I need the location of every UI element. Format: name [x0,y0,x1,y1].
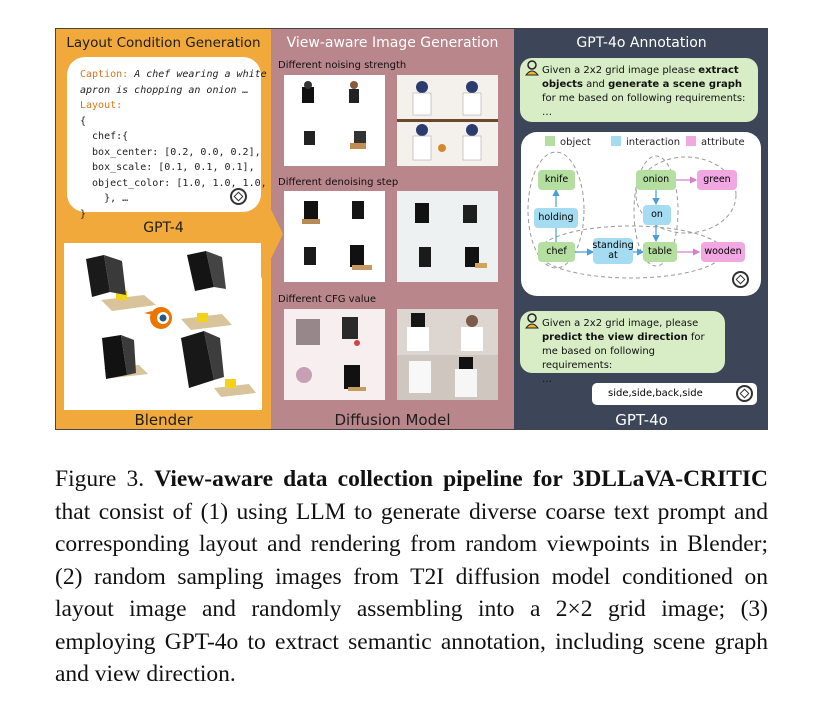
node-table: table [643,242,677,262]
prompt-text: for me based on following requirements: [542,93,746,104]
legend-label: object [560,137,591,148]
denoising-grid-b [397,191,498,282]
prompt-ellipsis: … [542,374,552,385]
layout-label: Layout: [80,100,123,111]
view-direction-prompt: Given a 2x2 grid image, please predict t… [520,311,725,385]
cfg-grid-b [397,309,498,400]
noising-grid-a [284,75,385,166]
scene-graph-prompt: Given a 2x2 grid image please extract ob… [520,58,758,122]
node-wooden: wooden [701,242,745,262]
node-on: on [643,205,671,225]
code-line: chef:{ [80,131,129,142]
openai-logo-icon [230,188,247,205]
answer-text: side,side,back,side [608,388,703,399]
image-generation-panel: View-aware Image Generation Different no… [271,29,514,429]
openai-logo-icon [732,271,749,288]
prompt-text: Given a 2x2 grid image, please [542,318,699,329]
scene-graph: object interaction attribute knife holdi… [521,132,761,296]
gpt4-label: GPT-4 [143,220,184,236]
caption-title: View-aware data collection pipeline for … [154,466,769,492]
prompt-ellipsis: … [542,107,552,118]
caption-prefix: Figure 3. [55,466,155,492]
user-icon [525,60,539,76]
prompt-bold: generate a scene graph [608,79,743,90]
caption-label: Caption: [80,69,129,80]
denoising-grid-a [284,191,385,282]
node-onion: onion [636,170,676,190]
legend-label: interaction [626,137,681,148]
denoising-step-label: Different denoising step [278,177,399,188]
prompt-text: and [582,79,609,90]
layout-generation-panel: Layout Condition Generation Caption: A c… [56,29,285,429]
code-line: object_color: [1.0, 1.0, 1.0, 1] [80,177,285,189]
layout-code: Caption: A chef wearing a white apron is… [80,67,285,222]
legend-label: attribute [701,137,745,148]
panel-title: GPT-4o Annotation [576,35,707,51]
pipeline-figure: Layout Condition Generation Caption: A c… [55,28,768,430]
gpt4o-label: GPT-4o [615,411,668,429]
diffusion-model-label: Diffusion Model [334,411,451,429]
legend-attribute: attribute [686,136,745,148]
code-line: { [80,115,87,127]
figure-caption: Figure 3. View-aware data collection pip… [55,463,768,691]
prompt-bold: extract objects [542,65,739,90]
panel-title: View-aware Image Generation [286,35,499,51]
noising-strength-label: Different noising strength [278,60,407,71]
legend-object: object [545,136,591,148]
blender-label: Blender [134,411,193,429]
arrow-right-icon [261,189,283,279]
node-holding: holding [534,208,578,228]
gpt4o-annotation-panel: GPT-4o Annotation Given a 2x2 grid image… [514,29,767,429]
code-line: } [80,208,87,220]
cfg-value-label: Different CFG value [278,294,376,305]
code-line: }, … [80,193,129,204]
legend-interaction: interaction [611,136,680,148]
noising-grid-b [397,75,498,166]
prompt-bold: predict the view direction [542,332,688,343]
user-icon [525,313,539,329]
code-line: box_center: [0.2, 0.0, 0.2], [80,146,261,158]
node-knife: knife [538,170,575,190]
view-direction-answer: side,side,back,side [592,383,757,405]
prompt-text: for me based on following requirements: [542,332,705,371]
caption-body: that consist of (1) using LLM to generat… [55,498,768,688]
blender-render [64,243,262,410]
node-chef: chef [538,242,575,262]
panel-title: Layout Condition Generation [66,35,261,51]
cfg-grid-a [284,309,385,400]
gpt4-speech-bubble: Caption: A chef wearing a white apron is… [67,57,285,220]
node-standing-at: standing at [592,238,634,264]
prompt-text: Given a 2x2 grid image please [542,65,699,76]
caption-text-1: A chef wearing a white [134,69,267,80]
openai-logo-icon [736,385,753,402]
caption-text-2: apron is chopping an onion … [80,84,249,96]
node-green: green [697,170,737,190]
code-line: box_scale: [0.1, 0.1, 0.1], [80,162,255,173]
